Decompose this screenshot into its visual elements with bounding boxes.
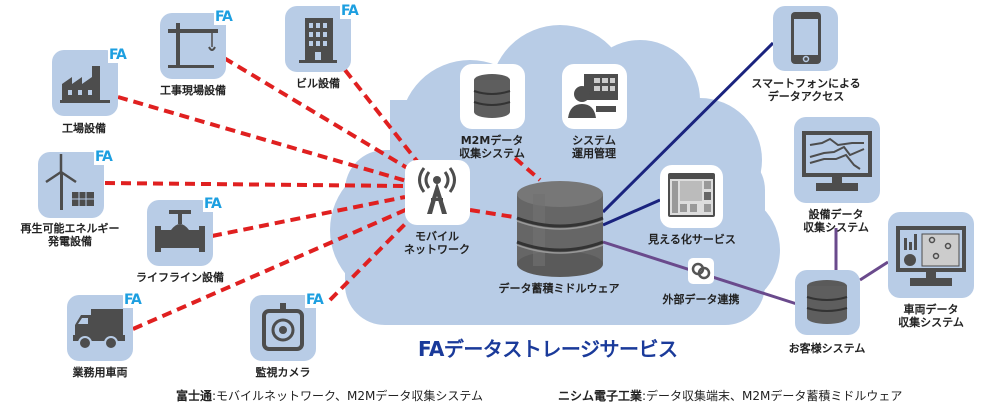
link-vehicle xyxy=(132,206,411,331)
node-label: システム 運用管理 xyxy=(572,134,616,160)
fa-badge: FA xyxy=(340,3,359,19)
fa-badge: FA xyxy=(123,292,142,308)
link-factory xyxy=(117,95,411,184)
device-label: 工場設備 xyxy=(62,122,106,135)
credit-nishimu: ニシム電子工業:データ収集端末、M2Mデータ蓄積ミドルウェア xyxy=(558,387,902,404)
device-links xyxy=(104,56,542,331)
device-label: 再生可能エネルギー 発電設備 xyxy=(20,222,120,248)
link-mobile-storage xyxy=(469,208,521,220)
credit-text: :モバイルネットワーク、M2Mデータ収集システム xyxy=(212,389,483,403)
service-links xyxy=(601,41,775,227)
database-icon xyxy=(516,181,604,277)
link-lifeline xyxy=(211,195,406,238)
credit-company: ニシム電子工業 xyxy=(558,389,643,403)
node-label: 車両データ 収集システム xyxy=(898,303,964,329)
link-m2m-storage xyxy=(513,156,542,182)
dashboard-icon xyxy=(668,173,715,217)
monitor-map-icon xyxy=(896,226,966,286)
link-camera xyxy=(328,213,416,302)
node-label: データ蓄積ミドルウェア xyxy=(498,282,620,295)
device-label: 監視カメラ xyxy=(255,366,311,379)
operator-icon xyxy=(568,74,618,118)
device-label: ビル設備 xyxy=(296,77,340,90)
node-label: お客様システム xyxy=(788,342,866,355)
camera-icon xyxy=(262,303,304,351)
node-label: スマートフォンによる データアクセス xyxy=(751,77,861,103)
valve-icon xyxy=(155,210,205,252)
node-label: 設備データ 収集システム xyxy=(803,208,869,234)
factory-icon xyxy=(60,66,110,103)
node-label: M2Mデータ 収集システム xyxy=(459,134,525,160)
fa-badge: FA xyxy=(94,149,113,165)
service-title: FAデータストレージサービス xyxy=(418,337,678,361)
link-building xyxy=(343,68,422,167)
wind-solar-icon xyxy=(45,154,94,210)
device-label: 業務用車両 xyxy=(72,366,128,379)
link-vehicle-customer xyxy=(859,260,889,282)
link-construction xyxy=(222,56,416,174)
node-label: 外部データ連携 xyxy=(662,293,740,306)
link-smartphone xyxy=(601,41,775,214)
monitor-chart-icon xyxy=(802,131,872,191)
truck-icon xyxy=(73,309,125,350)
antenna-icon xyxy=(418,167,456,214)
building-icon xyxy=(299,18,337,63)
device-label: ライフライン設備 xyxy=(136,271,224,284)
device-label: 工事現場設備 xyxy=(160,84,226,97)
link-renewable xyxy=(104,181,406,188)
credit-text: :データ収集端末、M2Mデータ蓄積ミドルウェア xyxy=(642,389,903,403)
fa-badge: FA xyxy=(305,292,324,308)
link-visual xyxy=(602,198,661,227)
node-label: モバイル ネットワーク xyxy=(404,230,470,256)
credit-company: 富士通 xyxy=(176,389,213,403)
credit-fujitsu: 富士通:モバイルネットワーク、M2Mデータ収集システム xyxy=(176,387,483,404)
link-icon xyxy=(691,262,711,280)
smartphone-icon xyxy=(791,12,821,64)
fa-badge: FA xyxy=(108,47,127,63)
fa-badge: FA xyxy=(203,196,222,212)
node-label: 見える化サービス xyxy=(648,233,736,246)
database-icon xyxy=(806,280,848,324)
database-icon xyxy=(473,74,511,118)
crane-icon xyxy=(168,23,218,68)
fa-badge: FA xyxy=(214,9,233,25)
